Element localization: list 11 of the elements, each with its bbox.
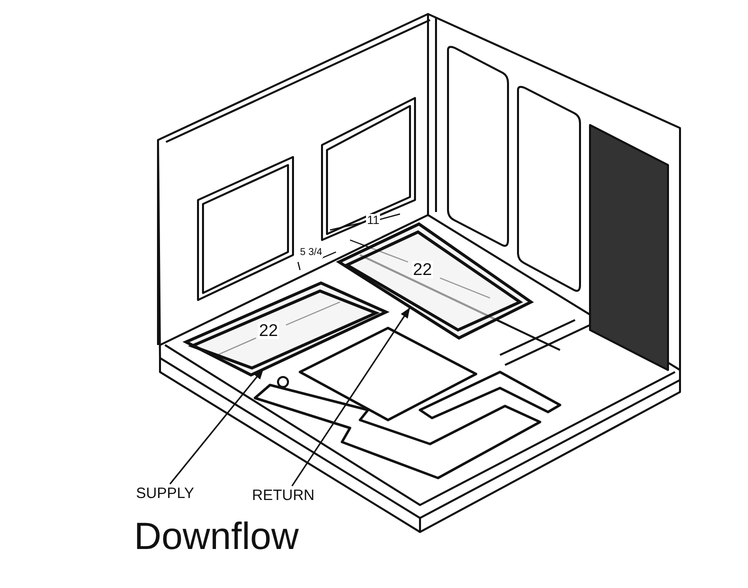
dimension-label: 22 xyxy=(412,261,433,278)
caption: Downflow xyxy=(134,518,299,556)
opening-outline xyxy=(336,222,534,340)
dimension-label: 11 xyxy=(366,214,380,226)
dimension-label: 5 3/4 xyxy=(299,248,324,258)
opening-outline xyxy=(182,281,390,377)
part-label: RETURN xyxy=(252,488,314,503)
leader-line xyxy=(169,368,264,484)
dimension-label: 22 xyxy=(258,322,279,339)
leader-line xyxy=(291,307,411,486)
part-label: SUPPLY xyxy=(136,486,194,501)
